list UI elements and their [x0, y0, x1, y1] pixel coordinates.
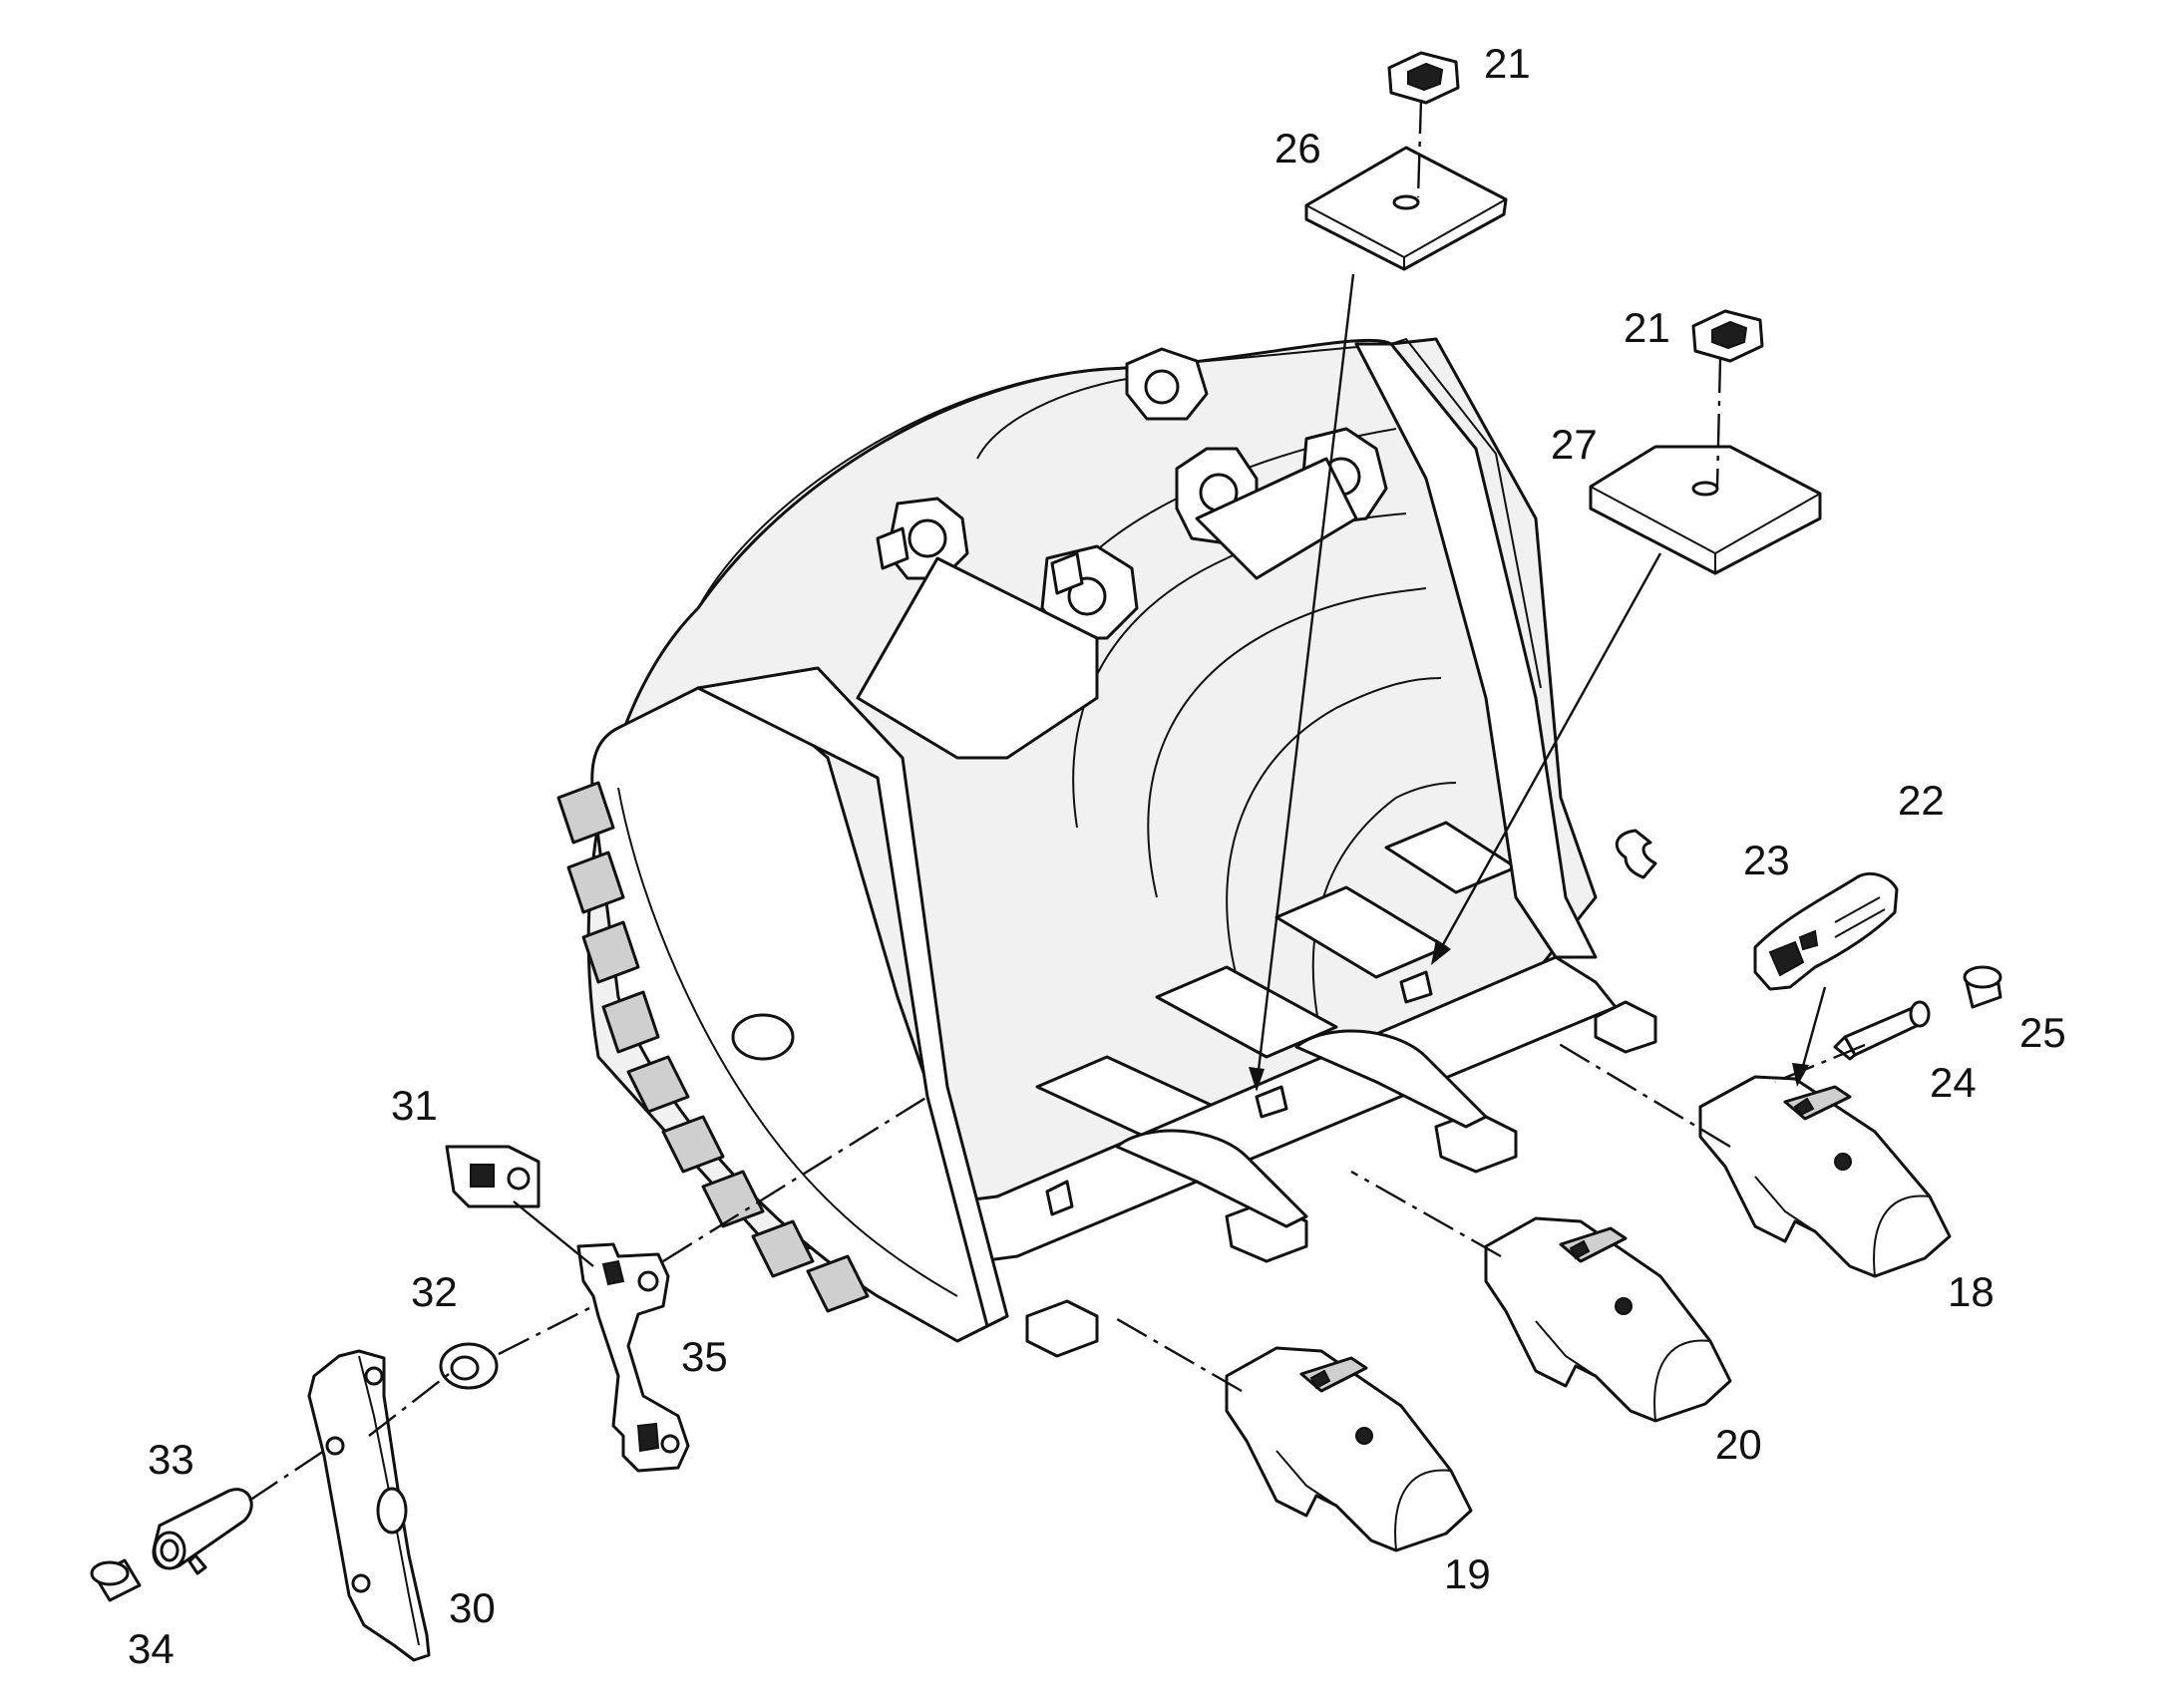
- label-34: 34: [128, 1625, 175, 1672]
- part-19-tooth: [1225, 1346, 1473, 1552]
- label-33: 33: [148, 1436, 194, 1483]
- part-34-cap: [90, 1558, 142, 1602]
- label-31: 31: [391, 1082, 438, 1129]
- part-31-lock-plate: [445, 1145, 541, 1208]
- part-21-retainer-right: [1691, 309, 1764, 363]
- part-33-pin: [152, 1488, 253, 1575]
- part-18-tooth: [1698, 1075, 1952, 1278]
- label-22: 22: [1898, 777, 1945, 824]
- part-26-wear-plate: [1304, 146, 1508, 271]
- part-20-tooth: [1484, 1216, 1732, 1423]
- part-30-side-cutter: [307, 1349, 431, 1662]
- label-23: 23: [1743, 837, 1790, 883]
- label-32: 32: [411, 1268, 458, 1315]
- label-18: 18: [1948, 1268, 1995, 1315]
- label-19: 19: [1444, 1550, 1491, 1597]
- part-24-pin: [1833, 1000, 1931, 1061]
- part-21-retainer-top: [1387, 51, 1460, 105]
- part-25-cap: [1963, 965, 2002, 1009]
- part-27-wear-plate: [1589, 445, 1822, 575]
- part-23-tooth-cap: [1753, 872, 1899, 991]
- label-35: 35: [681, 1333, 728, 1380]
- part-22-c-clip: [1615, 829, 1657, 879]
- part-32-washer: [439, 1342, 499, 1390]
- label-30: 30: [449, 1584, 496, 1631]
- label-27: 27: [1551, 421, 1598, 468]
- label-25: 25: [2019, 1009, 2066, 1056]
- label-24: 24: [1930, 1059, 1977, 1106]
- bucket-body: [556, 337, 1657, 1358]
- label-21-top: 21: [1484, 40, 1531, 87]
- label-26: 26: [1274, 125, 1321, 171]
- label-21-right: 21: [1624, 304, 1670, 351]
- part-number-labels: 21 26 21 27 22 23 25 24 18 20 19 31 32 3…: [128, 40, 2066, 1672]
- leader-lines: [248, 99, 1866, 1502]
- part-35-bracket: [576, 1242, 690, 1473]
- label-20: 20: [1715, 1421, 1762, 1468]
